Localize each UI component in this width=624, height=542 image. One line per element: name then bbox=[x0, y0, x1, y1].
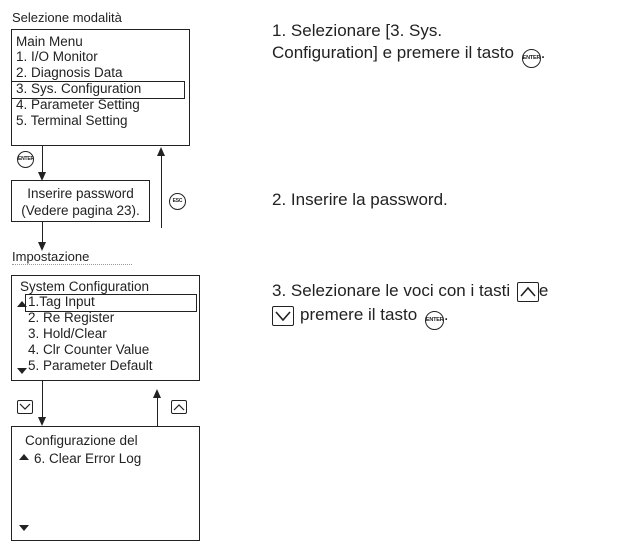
step3-text: 3. Selezionare le voci con i tasti bbox=[272, 281, 511, 300]
main-menu-title: Main Menu bbox=[16, 34, 83, 49]
down-key-icon bbox=[17, 400, 33, 414]
enter-key-icon: ENTER bbox=[424, 311, 444, 330]
arrow-down-icon bbox=[37, 172, 46, 181]
step1-line2: Configuration] e premere il tasto ENTER. bbox=[272, 42, 546, 68]
config-item-hold-clear[interactable]: 3. Hold/Clear bbox=[28, 326, 107, 341]
selection-highlight bbox=[25, 294, 197, 312]
arrow-up-icon bbox=[156, 147, 165, 156]
enter-key-icon: ENTER bbox=[521, 49, 541, 68]
system-config-title: System Configuration bbox=[20, 279, 150, 294]
scroll-down-icon bbox=[19, 525, 29, 531]
menu-item-parameter-setting[interactable]: 4. Parameter Setting bbox=[16, 97, 140, 112]
configuration-screen-2: Configurazione del 6. Clear Error Log bbox=[11, 426, 200, 541]
config-item-parameter-default[interactable]: 5. Parameter Default bbox=[28, 358, 153, 373]
enter-key-icon: ENTER bbox=[17, 151, 34, 168]
mode-selection-label: Selezione modalità bbox=[12, 10, 122, 25]
scroll-down-icon bbox=[17, 368, 27, 374]
step1-text: Configuration] e premere il tasto bbox=[272, 43, 514, 62]
arrow-down-icon bbox=[37, 242, 46, 251]
up-key-icon bbox=[171, 400, 187, 414]
scroll-up-icon bbox=[19, 454, 29, 460]
menu-item-terminal-setting[interactable]: 5. Terminal Setting bbox=[16, 113, 128, 128]
arrow-up-icon bbox=[152, 389, 161, 398]
step3-text2: premere il tasto bbox=[300, 305, 418, 324]
flow-line-return bbox=[161, 156, 162, 228]
esc-key-icon: ESC bbox=[169, 193, 186, 210]
main-menu-screen: Main Menu 1. I/O Monitor 2. Diagnosis Da… bbox=[11, 29, 190, 146]
step1-line1: 1. Selezionare [3. Sys. bbox=[272, 21, 443, 40]
config-item-re-register[interactable]: 2. Re Register bbox=[28, 310, 115, 325]
config-item-tag-input[interactable]: 1.Tag Input bbox=[28, 294, 95, 309]
step3-conj: e bbox=[538, 281, 549, 300]
system-configuration-screen: System Configuration 1.Tag Input 2. Re R… bbox=[11, 275, 200, 381]
selection-highlight bbox=[11, 81, 185, 99]
password-line1: Inserire password bbox=[27, 186, 134, 201]
scroll-up-icon bbox=[17, 301, 27, 307]
step3-line2: premere il tasto ENTER. bbox=[272, 304, 449, 330]
step3-line1: 3. Selezionare le voci con i tasti e bbox=[272, 280, 548, 302]
step2-text: 2. Inserire la password. bbox=[272, 190, 448, 209]
down-key-icon bbox=[272, 305, 294, 326]
menu-item-sys-configuration[interactable]: 3. Sys. Configuration bbox=[16, 81, 142, 96]
config-item-clear-error-log[interactable]: 6. Clear Error Log bbox=[34, 451, 142, 466]
arrow-down-icon bbox=[37, 417, 46, 426]
config2-title: Configurazione del bbox=[25, 433, 138, 448]
setting-label: Impostazione bbox=[12, 249, 90, 264]
up-key-icon bbox=[516, 281, 539, 302]
menu-item-io-monitor[interactable]: 1. I/O Monitor bbox=[16, 49, 98, 64]
overflow-text-remnant bbox=[12, 264, 132, 268]
menu-item-diagnosis-data[interactable]: 2. Diagnosis Data bbox=[16, 65, 123, 80]
config-item-clr-counter[interactable]: 4. Clr Counter Value bbox=[28, 342, 150, 357]
password-box: Inserire password (Vedere pagina 23). bbox=[11, 180, 150, 222]
flow-line bbox=[42, 221, 43, 243]
flow-line bbox=[42, 145, 43, 173]
step3-period: . bbox=[443, 305, 449, 324]
flow-line-return bbox=[157, 398, 158, 426]
flow-line bbox=[42, 380, 43, 418]
step1-period: . bbox=[540, 43, 546, 62]
password-line2: (Vedere pagina 23). bbox=[21, 203, 140, 218]
